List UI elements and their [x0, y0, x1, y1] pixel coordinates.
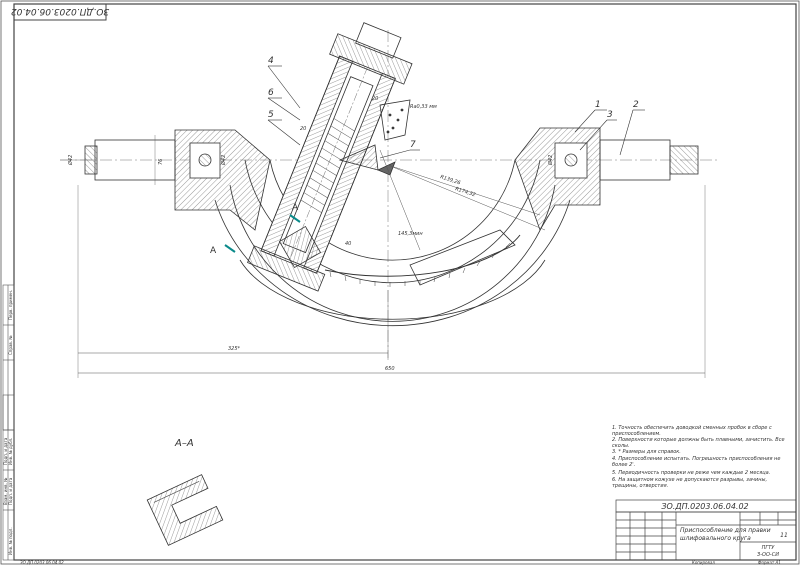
note-4: 4. Приспособление испытать. Погрешность … — [612, 456, 781, 468]
top-code-box — [13, 3, 107, 21]
callout-numbers: 4 6 5 1 3 2 7 — [268, 56, 639, 150]
callout-leaders — [267, 65, 645, 159]
dim-325-text: 325* — [228, 346, 241, 352]
left-bracket — [174, 129, 271, 231]
diamond-holder — [338, 144, 379, 171]
callout-7: 7 — [410, 140, 416, 150]
bottom-center-text: Копировал — [692, 560, 715, 565]
left-pin — [198, 153, 212, 167]
dim-left-d2: Ø42 — [220, 155, 227, 166]
callout-1: 1 — [595, 100, 601, 110]
note-6: 6. На защитном кожухе не допускаются раз… — [612, 477, 768, 489]
note-3: 3. * Размеры для справок. — [612, 449, 681, 455]
section-aa-title: А–А — [174, 438, 194, 449]
section-aa-view: А–А — [146, 438, 224, 546]
margin-label-4: Инв. № дубл. — [8, 438, 13, 465]
dim-left-d: Ø42 — [67, 155, 74, 166]
stamp-sheet: 11 — [780, 532, 788, 539]
radius-line-2 — [387, 164, 546, 231]
dim-right-d: Ø42 — [547, 155, 554, 166]
inclined-slide — [247, 22, 413, 292]
scale-plate — [409, 229, 516, 286]
right-pin — [564, 153, 578, 167]
stamp-title-2: шлифовального круга — [680, 535, 751, 542]
angle-scale — [324, 234, 521, 277]
stamp-org-1: ПГТУ — [762, 545, 776, 551]
arc-body-outer — [244, 159, 541, 284]
margin-label-2: Справ. № — [8, 336, 13, 355]
section-markers: А А — [210, 203, 301, 256]
dim-r139: R139,26 — [439, 174, 461, 186]
dim-small-3: 40 — [345, 241, 351, 247]
note-1: 1. Точность обеспечить доводкой сменных … — [612, 425, 772, 437]
margin-label-1: Перв. примен. — [8, 290, 13, 320]
title-block-text: ЗО.ДП.0203.06.04.02 Приспособление для п… — [661, 502, 787, 558]
bottom-clamp — [278, 225, 322, 269]
stamp-org-2: З-ОО-СИ — [757, 552, 779, 558]
dim-small-1: 20 — [372, 96, 378, 102]
dim-angle: 145,3мин — [398, 231, 423, 237]
callout-5: 5 — [268, 110, 274, 120]
arc-body-lower — [239, 259, 546, 320]
left-margin-strips — [2, 284, 15, 561]
bottom-left-code: ЗО.ДП.0203.06.04.02 — [20, 560, 64, 565]
section-a-label-2: А — [210, 246, 217, 256]
note-5: 5. Периодичность проверки не реже чем ка… — [612, 470, 771, 476]
stamp-doc-code: ЗО.ДП.0203.06.04.02 — [661, 502, 748, 511]
radius-line-3 — [379, 149, 421, 251]
margin-label-5: Взам. инв. № — [3, 478, 8, 505]
left-margin-labels: Перв. примен. Справ. № Подп. и дата Инв.… — [3, 290, 13, 555]
diamond-tip — [377, 161, 396, 176]
main-assembly-view — [60, 22, 720, 378]
note-2: 2. Поверхности которые должны быть плавн… — [612, 437, 785, 449]
right-knurl — [669, 145, 699, 175]
dim-small-2: 20 — [300, 126, 306, 132]
margin-label-7: Инв. № подл. — [8, 527, 13, 555]
dim-r174: R174,32 — [454, 186, 476, 198]
bottom-strip: ЗО.ДП.0203.06.04.02 Копировал Формат А1 — [20, 560, 781, 565]
dim-roughness: Ra0,33 мм — [410, 104, 437, 110]
callout-4: 4 — [268, 56, 274, 66]
dim-76: 76 — [158, 159, 164, 165]
title-block — [615, 499, 797, 561]
top-code-text: ЗО.ДП.0203.06.04.02 — [11, 6, 109, 16]
bottom-right-text: Формат А1 — [758, 560, 781, 565]
section-a-label-1: А — [292, 203, 299, 213]
dim-650-text: 650 — [385, 366, 395, 372]
radius-line-1 — [387, 164, 541, 216]
margin-label-6: Подп. и дата — [8, 477, 13, 505]
callout-3: 3 — [607, 110, 613, 120]
stamp-title-1: Приспособление для правки — [680, 527, 771, 534]
callout-6: 6 — [268, 88, 274, 98]
callout-2: 2 — [633, 100, 639, 110]
margin-label-3: Подп. и дата — [3, 437, 8, 465]
grinding-wheel — [379, 99, 411, 141]
arc-body-bottom — [214, 199, 571, 327]
